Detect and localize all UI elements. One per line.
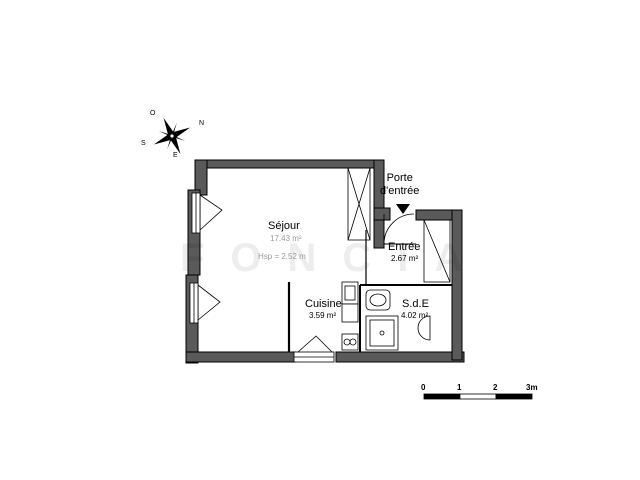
compass-o: O [150, 110, 156, 117]
bathroom-fixtures [365, 289, 431, 351]
scale-tick-1: 1 [457, 383, 462, 392]
room-sde-name: S.d.E [402, 298, 429, 310]
windows [189, 192, 335, 363]
room-entree-area: 2.67 m² [391, 254, 419, 263]
compass-s: S [141, 140, 146, 147]
watermark: FONCIA [180, 236, 490, 280]
room-sde-area: 4.02 m² [401, 311, 429, 320]
entrance-label-line1: Porte [386, 172, 413, 184]
compass-n: N [199, 120, 205, 127]
scale-tick-0: 0 [421, 383, 426, 392]
interior-walls [287, 230, 452, 352]
entrance-label-line2: d'entrée [380, 185, 420, 198]
room-sejour-hsp: Hsp = 2.52 m [258, 252, 306, 261]
kitchen-fixtures [341, 281, 359, 351]
scale-bar [423, 393, 533, 400]
entrance-label: Porte d'entrée [380, 172, 419, 198]
scale-tick-2: 2 [493, 383, 498, 392]
entrance-arrow [396, 204, 410, 214]
closets [347, 167, 451, 283]
room-entree-name: Entrée [388, 241, 421, 253]
room-cuisine-area: 3.59 m² [309, 311, 337, 320]
room-cuisine-name: Cuisine [305, 298, 342, 310]
compass-rose [153, 117, 191, 155]
scale-tick-3m: 3m [526, 383, 538, 392]
entrance-door [383, 204, 415, 245]
room-sejour-name: Séjour [268, 220, 300, 232]
compass-e: E [173, 152, 178, 159]
room-sejour-area: 17.43 m² [270, 234, 302, 243]
